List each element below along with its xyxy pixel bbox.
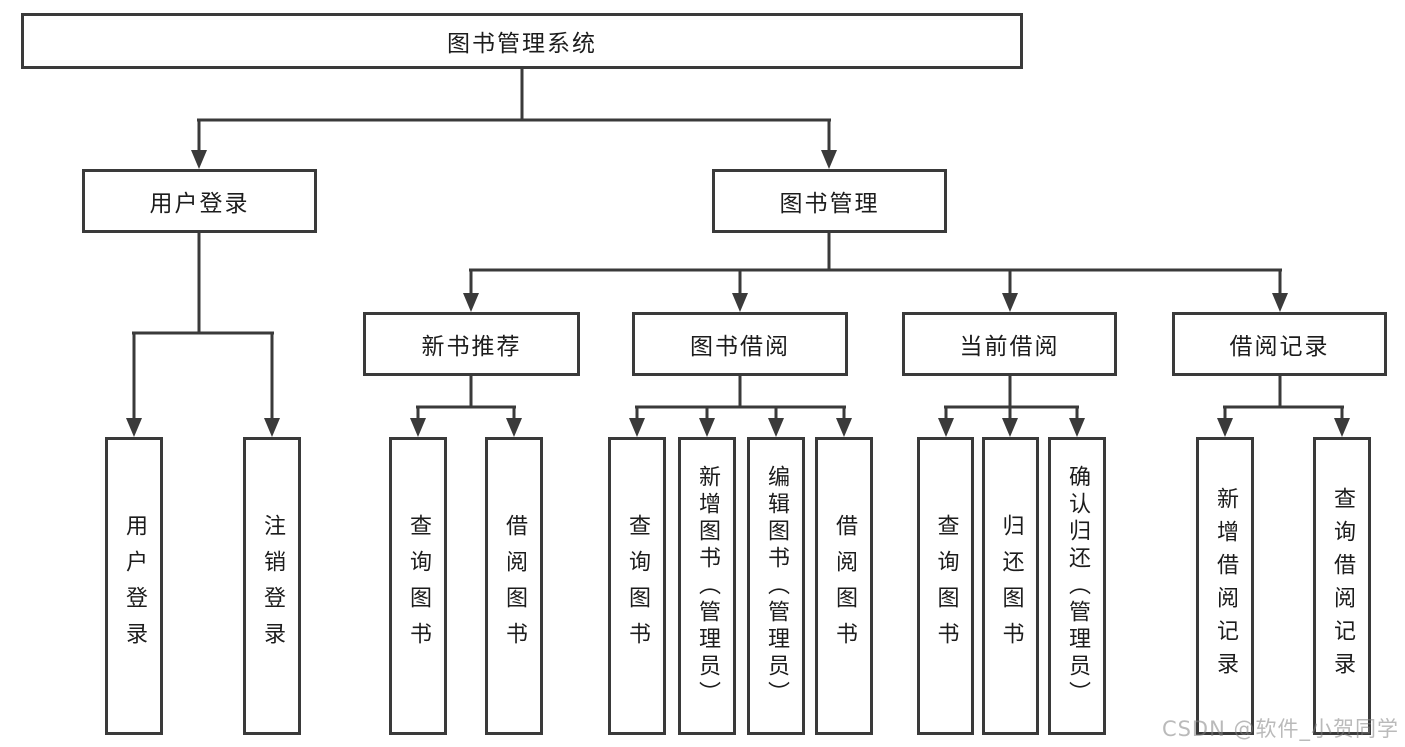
branch-book-management: 图书管理 [712,169,947,233]
node-label: 当前借阅 [959,334,1060,360]
node-label: 查询借阅记录 [1330,487,1355,685]
node-label: 图书管理 [779,191,880,217]
branch-new-book-recommend: 新书推荐 [363,312,580,376]
leaf-borrow-books-recommend: 借阅图书 [485,437,543,735]
branch-borrowing-records: 借阅记录 [1172,312,1387,376]
node-label: 图书管理系统 [447,31,597,57]
branch-book-borrowing: 图书借阅 [632,312,848,376]
node-label: 新书推荐 [421,334,522,360]
leaf-user-login: 用户登录 [105,437,163,735]
node-label: 编辑图书（管理员） [764,464,789,708]
watermark-text: CSDN @软件_小贺同学 [1161,717,1399,741]
node-label: 用户登录 [149,191,250,217]
leaf-add-book-admin: 新增图书（管理员） [678,437,736,735]
node-label: 查询图书 [933,514,959,658]
leaf-add-borrow-record: 新增借阅记录 [1196,437,1254,735]
leaf-query-borrow-record: 查询借阅记录 [1313,437,1371,735]
leaf-return-books: 归还图书 [982,437,1039,735]
node-label: 归还图书 [998,514,1024,658]
leaf-borrow-books-borrowing: 借阅图书 [815,437,873,735]
node-label: 借阅图书 [502,514,527,658]
branch-current-borrowing: 当前借阅 [902,312,1117,376]
leaf-edit-book-admin: 编辑图书（管理员） [747,437,805,735]
node-label: 新增图书（管理员） [695,464,720,708]
node-label: 借阅记录 [1229,334,1330,360]
node-library-system: 图书管理系统 [21,13,1023,69]
leaf-query-books-current: 查询图书 [917,437,974,735]
node-label: 注销登录 [260,514,285,658]
node-label: 新增借阅记录 [1213,487,1238,685]
node-label: 确认归还（管理员） [1065,464,1090,708]
leaf-logout: 注销登录 [243,437,301,735]
node-label: 借阅图书 [832,514,857,658]
leaf-confirm-return-admin: 确认归还（管理员） [1048,437,1106,735]
leaf-query-books-borrowing: 查询图书 [608,437,666,735]
node-label: 用户登录 [122,514,147,658]
node-label: 查询图书 [406,514,431,658]
node-label: 图书借阅 [690,334,790,360]
node-label: 查询图书 [625,514,650,658]
branch-user-login: 用户登录 [82,169,317,233]
leaf-query-books-recommend: 查询图书 [389,437,447,735]
